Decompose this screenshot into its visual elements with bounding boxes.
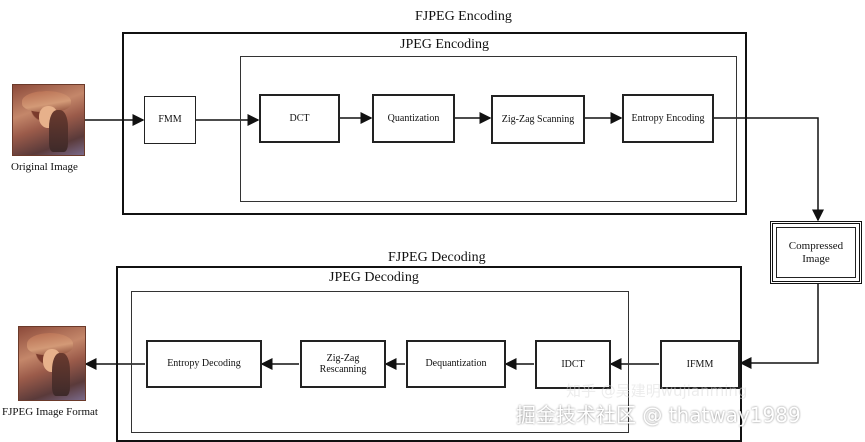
- primary-watermark: 掘金技术社区 @ thatway1989: [516, 403, 801, 427]
- entropy-encoding-block: Entropy Encoding: [622, 94, 714, 143]
- dequantization-block: Dequantization: [406, 340, 506, 388]
- fjpeg-output-image: [18, 326, 86, 401]
- quantization-block: Quantization: [372, 94, 455, 143]
- jpeg-decoding-frame: [131, 291, 629, 433]
- entropy-decoding-block: Entropy Decoding: [146, 340, 262, 388]
- secondary-watermark: 知乎 @吴建明wujianming: [566, 382, 748, 400]
- fjpeg-decoding-title: FJPEG Decoding: [388, 250, 486, 265]
- original-image-caption: Original Image: [11, 161, 78, 173]
- fmm-block: FMM: [144, 96, 196, 144]
- jpeg-decoding-title: JPEG Decoding: [329, 270, 419, 285]
- idct-block: IDCT: [535, 340, 611, 389]
- zigzag-rescanning-block: Zig-Zag Rescanning: [300, 340, 386, 388]
- fjpeg-output-caption: FJPEG Image Format: [2, 406, 98, 418]
- jpeg-encoding-frame: [240, 56, 737, 202]
- fjpeg-encoding-title: FJPEG Encoding: [415, 9, 512, 24]
- dct-block: DCT: [259, 94, 340, 143]
- original-image: [12, 84, 85, 156]
- jpeg-encoding-title: JPEG Encoding: [400, 37, 490, 52]
- ifmm-block: IFMM: [660, 340, 740, 389]
- zigzag-scanning-block: Zig-Zag Scanning: [491, 95, 585, 144]
- fjpeg-encoding-frame: [122, 32, 747, 215]
- arrow-entropy-to-compressed: [714, 117, 824, 222]
- arrow-compressed-to-ifmm: [739, 282, 819, 369]
- compressed-image-block: Compressed Image: [776, 227, 856, 278]
